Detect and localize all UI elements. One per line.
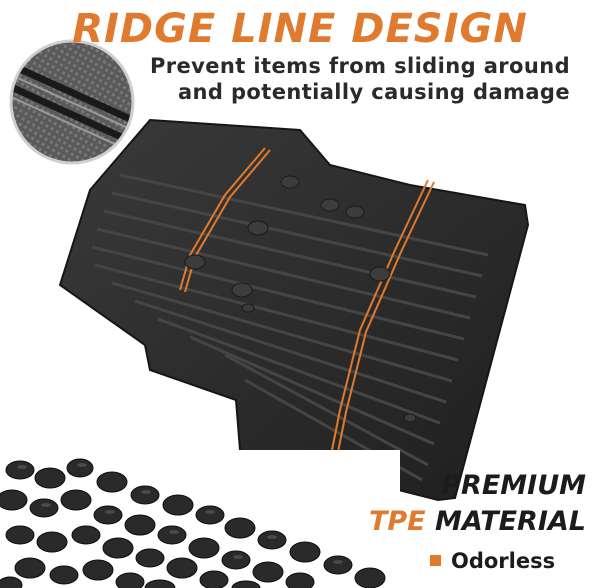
subtitle-line-2: and potentially causing damage xyxy=(177,80,570,104)
bed-mat-image xyxy=(58,118,530,502)
material-label: MATERIAL xyxy=(435,506,586,537)
material-callout: PREMIUM TPE MATERIAL xyxy=(369,468,586,540)
headline: RIDGE LINE DESIGN xyxy=(72,6,528,52)
feature-item-odorless: Odorless xyxy=(430,549,555,573)
subtitle-line-1: Prevent items from sliding around xyxy=(149,54,570,78)
ridge-detail-zoom-image xyxy=(9,39,135,165)
bullet-square-icon xyxy=(430,555,441,566)
tpe-pellets-image xyxy=(0,450,400,588)
tpe-label: TPE xyxy=(368,506,426,537)
premium-label: PREMIUM xyxy=(441,470,586,501)
feature-label: Odorless xyxy=(451,549,556,573)
material-line: TPE MATERIAL xyxy=(369,504,586,540)
